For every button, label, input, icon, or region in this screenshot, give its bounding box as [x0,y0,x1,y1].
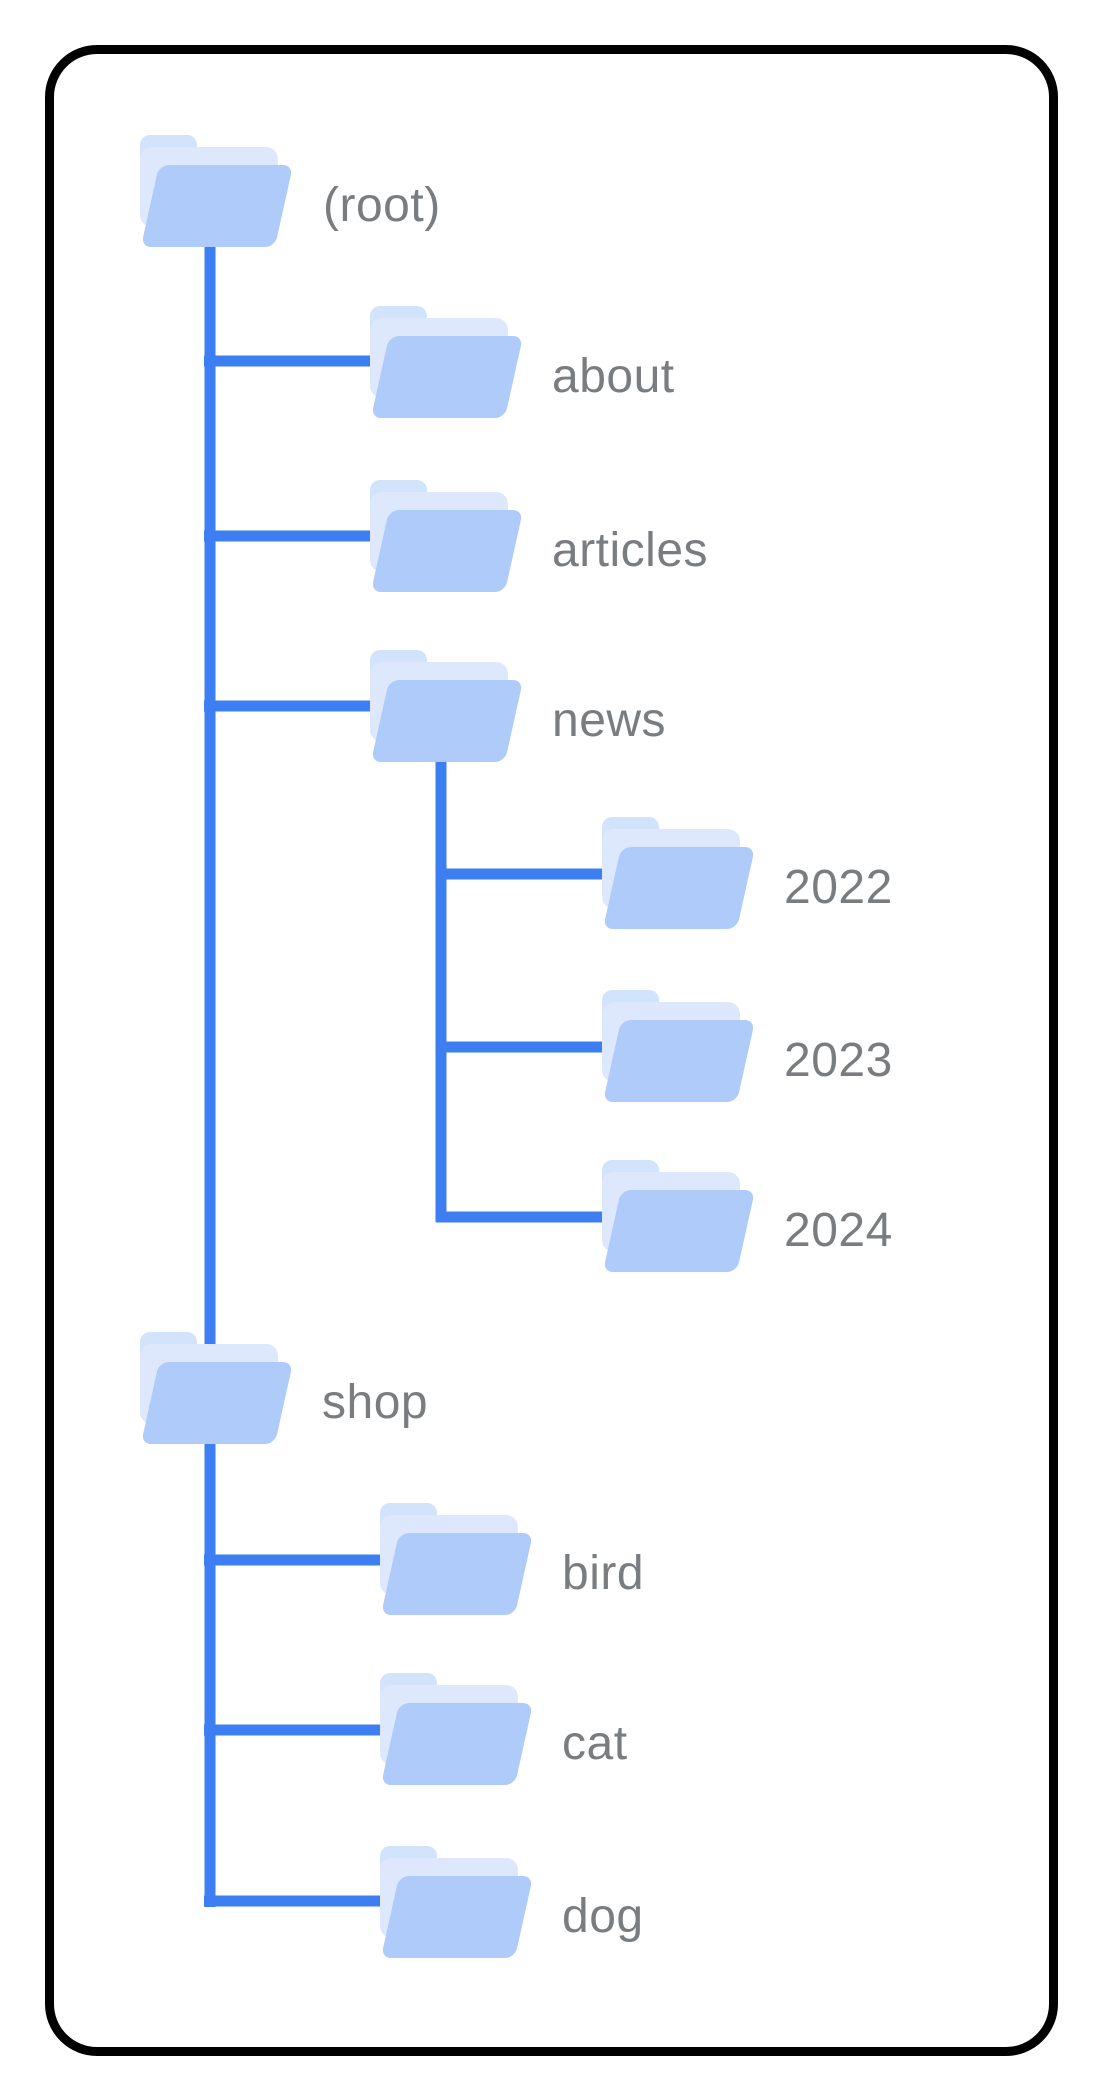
folder-front-shape [602,1020,756,1102]
folder-icon-2024 [602,1160,756,1272]
folder-label-2024: 2024 [784,1204,893,1257]
folder-front-shape [140,165,294,247]
folder-icon-root [140,135,294,247]
folder-front-shape [370,510,524,592]
folder-icon-2023 [602,990,756,1102]
folder-label-news: news [552,694,667,747]
folder-front-shape [602,1190,756,1272]
folder-front-shape [380,1703,534,1785]
folder-icon-about [370,306,524,418]
folder-icon-cat [380,1673,534,1785]
folder-label-shop: shop [322,1376,429,1429]
folder-label-dog: dog [562,1890,644,1943]
folder-label-articles: articles [552,524,709,577]
folder-front-shape [370,336,524,418]
folder-label-2022: 2022 [784,861,893,914]
folder-label-root: (root) [323,179,441,232]
folder-icon-dog [380,1846,534,1958]
folder-front-shape [370,680,524,762]
folder-icon-bird [380,1503,534,1615]
folder-icon-articles [370,480,524,592]
folder-label-2023: 2023 [784,1034,893,1087]
folder-icon-shop [140,1332,294,1444]
folder-label-bird: bird [562,1547,645,1600]
folder-label-about: about [552,350,675,403]
folder-front-shape [602,847,756,929]
folder-icon-2022 [602,817,756,929]
folder-front-shape [140,1362,294,1444]
folder-front-shape [380,1533,534,1615]
folder-label-cat: cat [562,1717,628,1770]
folder-icon-news [370,650,524,762]
rounded-frame-border [45,45,1058,2056]
folder-front-shape [380,1876,534,1958]
